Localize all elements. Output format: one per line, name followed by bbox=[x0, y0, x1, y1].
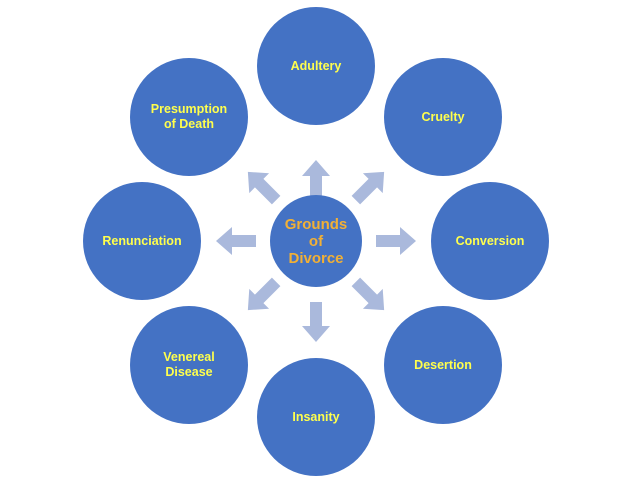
arrow-down-left bbox=[247, 277, 281, 311]
arrow-down bbox=[302, 302, 330, 342]
node-label: Cruelty bbox=[421, 109, 465, 124]
node-renunciation: Renunciation bbox=[83, 182, 201, 300]
arrow-up-right bbox=[351, 171, 385, 205]
node-desertion: Desertion bbox=[384, 306, 502, 424]
node-venereal-disease: Venereal Disease bbox=[130, 306, 248, 424]
arrow-up bbox=[302, 160, 330, 200]
node-label: Venereal Disease bbox=[163, 350, 215, 379]
node-label: Desertion bbox=[414, 357, 472, 372]
arrow-left bbox=[216, 227, 256, 255]
node-presumption-of-death: Presumption of Death bbox=[130, 58, 248, 176]
node-label: Conversion bbox=[455, 233, 525, 248]
node-adultery: Adultery bbox=[257, 7, 375, 125]
node-label: Renunciation bbox=[102, 233, 182, 248]
arrow-up-left bbox=[247, 171, 281, 205]
node-label: Adultery bbox=[290, 58, 342, 73]
node-label: Presumption of Death bbox=[150, 102, 228, 131]
center-node-grounds-of-divorce: Grounds of Divorce bbox=[270, 195, 362, 287]
node-label: Insanity bbox=[292, 409, 340, 424]
arrow-right bbox=[376, 227, 416, 255]
node-insanity: Insanity bbox=[257, 358, 375, 476]
arrow-down-right bbox=[351, 277, 385, 311]
node-cruelty: Cruelty bbox=[384, 58, 502, 176]
center-node-label: Grounds of Divorce bbox=[284, 215, 348, 267]
node-conversion: Conversion bbox=[431, 182, 549, 300]
